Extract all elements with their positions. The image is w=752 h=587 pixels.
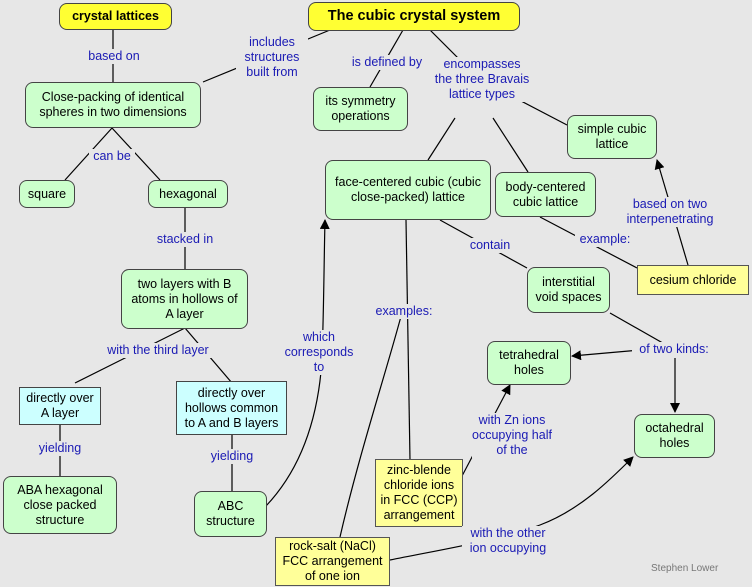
node-square[interactable]: square: [19, 180, 75, 208]
label-yielding-left: yielding: [34, 441, 86, 456]
node-zinc-blende[interactable]: zinc-blende chloride ions in FCC (CCP) a…: [375, 459, 463, 527]
edge-enc-fcc: [427, 117, 456, 161]
edge-fcc-zinc: [405, 219, 411, 461]
label-contain: contain: [466, 238, 514, 253]
node-two-layers[interactable]: two layers with B atoms in hollows of A …: [121, 269, 248, 329]
label-of-two-kinds: of two kinds:: [632, 342, 716, 357]
node-interstitial-voids[interactable]: interstitial void spaces: [527, 267, 610, 313]
node-crystal-lattices[interactable]: crystal lattices: [59, 3, 172, 30]
node-symmetry-operations[interactable]: its symmetry operations: [313, 87, 408, 131]
node-directly-over-a[interactable]: directly over A layer: [19, 387, 101, 425]
node-octahedral-holes[interactable]: octahedral holes: [634, 414, 715, 458]
label-encompasses: encompasses the three Bravais lattice ty…: [434, 57, 530, 102]
label-example: example:: [575, 232, 635, 247]
label-with-other-ion: with the other ion occupying: [462, 526, 554, 556]
node-directly-over-hollows[interactable]: directly over hollows common to A and B …: [176, 381, 287, 435]
node-close-packing[interactable]: Close-packing of identical spheres in tw…: [25, 82, 201, 128]
edge-rock-octa: [389, 456, 634, 561]
label-based-on: based on: [84, 49, 144, 64]
edge-enc-bcc: [492, 117, 529, 173]
node-cesium-chloride[interactable]: cesium chloride: [637, 265, 749, 295]
edge-twokinds-tetra: [571, 349, 641, 361]
node-rock-salt[interactable]: rock-salt (NaCl) FCC arrangement of one …: [275, 537, 390, 586]
node-tetrahedral-holes[interactable]: tetrahedral holes: [487, 341, 571, 385]
node-fcc-lattice[interactable]: face-centered cubic (cubic close-packed)…: [325, 160, 491, 220]
node-aba-structure[interactable]: ABA hexagonal close packed structure: [3, 476, 117, 534]
label-examples: examples:: [371, 304, 437, 319]
label-can-be: can be: [89, 149, 135, 164]
edge-cubic-encompasses: [429, 29, 461, 61]
label-includes: includes structures built from: [236, 35, 308, 80]
node-bcc-lattice[interactable]: body-centered cubic lattice: [495, 172, 596, 217]
author-credit: Stephen Lower: [651, 563, 719, 574]
edge-fcc-rocksalt: [339, 304, 405, 538]
node-simple-cubic[interactable]: simple cubic lattice: [567, 115, 657, 159]
node-cubic-crystal-system[interactable]: The cubic crystal system: [308, 2, 520, 31]
edge-close-square: [64, 127, 113, 181]
label-is-defined-by: is defined by: [348, 55, 426, 70]
label-based-on-two: based on two interpenetrating: [618, 197, 722, 227]
label-stacked-in: stacked in: [153, 232, 217, 247]
label-which-corresponds: which corresponds to: [280, 330, 358, 375]
node-abc-structure[interactable]: ABC structure: [194, 491, 267, 537]
node-hexagonal[interactable]: hexagonal: [148, 180, 228, 208]
edge-close-hex: [111, 127, 161, 181]
label-with-zn-ions: with Zn ions occupying half of the: [472, 413, 552, 458]
label-yielding-right: yielding: [204, 449, 260, 464]
label-with-third-layer: with the third layer: [96, 343, 220, 358]
